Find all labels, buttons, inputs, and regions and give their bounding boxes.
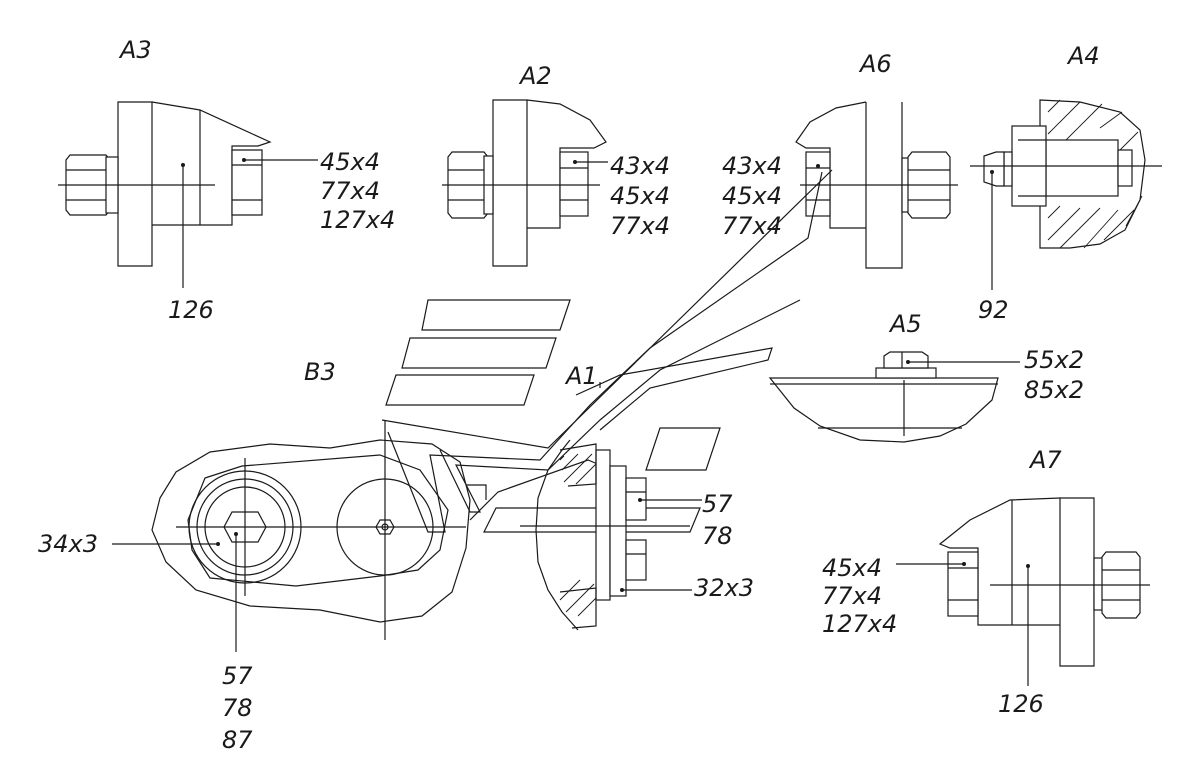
callout-a6-3: 77х4 [722, 212, 782, 240]
callout-a7-3: 127х4 [822, 610, 897, 638]
label-view-a1: А1 [564, 362, 598, 390]
callout-a3-2: 77х4 [320, 177, 380, 205]
callout-a4-bottom: 92 [978, 296, 1009, 324]
view-a1 [520, 382, 702, 631]
callout-a3-3: 127х4 [320, 206, 395, 234]
callout-a2-1: 43х4 [610, 152, 670, 180]
view-a5 [768, 351, 1020, 443]
callout-a6-1: 43х4 [722, 152, 782, 180]
callout-a5-1: 55х2 [1024, 346, 1084, 374]
frame-outline [381, 169, 833, 533]
label-view-a2: А2 [518, 62, 552, 90]
label-view-a4: А4 [1066, 42, 1100, 70]
label-view-a6: А6 [858, 50, 892, 78]
callout-a6-2: 45х4 [722, 182, 782, 210]
view-a6 [795, 101, 958, 269]
view-b3 [112, 420, 471, 652]
callout-a2-3: 77х4 [610, 212, 670, 240]
label-view-a3: А3 [118, 36, 152, 64]
callout-a1-2: 78 [702, 522, 733, 550]
callout-b3-2: 78 [222, 694, 253, 722]
callout-b3-left: 34х3 [38, 530, 98, 558]
label-view-a7: А7 [1028, 446, 1062, 474]
callout-a3-bottom: 126 [168, 296, 214, 324]
view-a4 [970, 99, 1162, 290]
callout-a3-1: 45х4 [320, 148, 380, 176]
label-view-b3: В3 [304, 358, 336, 386]
callout-b3-3: 87 [222, 726, 253, 754]
label-view-a5: А5 [888, 310, 922, 338]
view-a3 [58, 101, 318, 288]
callout-a1-3: 32х3 [694, 574, 754, 602]
callout-a1-1: 57 [702, 490, 733, 518]
view-a7 [896, 497, 1150, 686]
callout-a7-2: 77х4 [822, 582, 882, 610]
callout-b3-1: 57 [222, 662, 253, 690]
callout-a7-1: 45х4 [822, 554, 882, 582]
callout-a7-bottom: 126 [998, 690, 1044, 718]
callout-a2-2: 45х4 [610, 182, 670, 210]
callout-a5-2: 85х2 [1024, 376, 1084, 404]
view-a2 [442, 99, 608, 267]
